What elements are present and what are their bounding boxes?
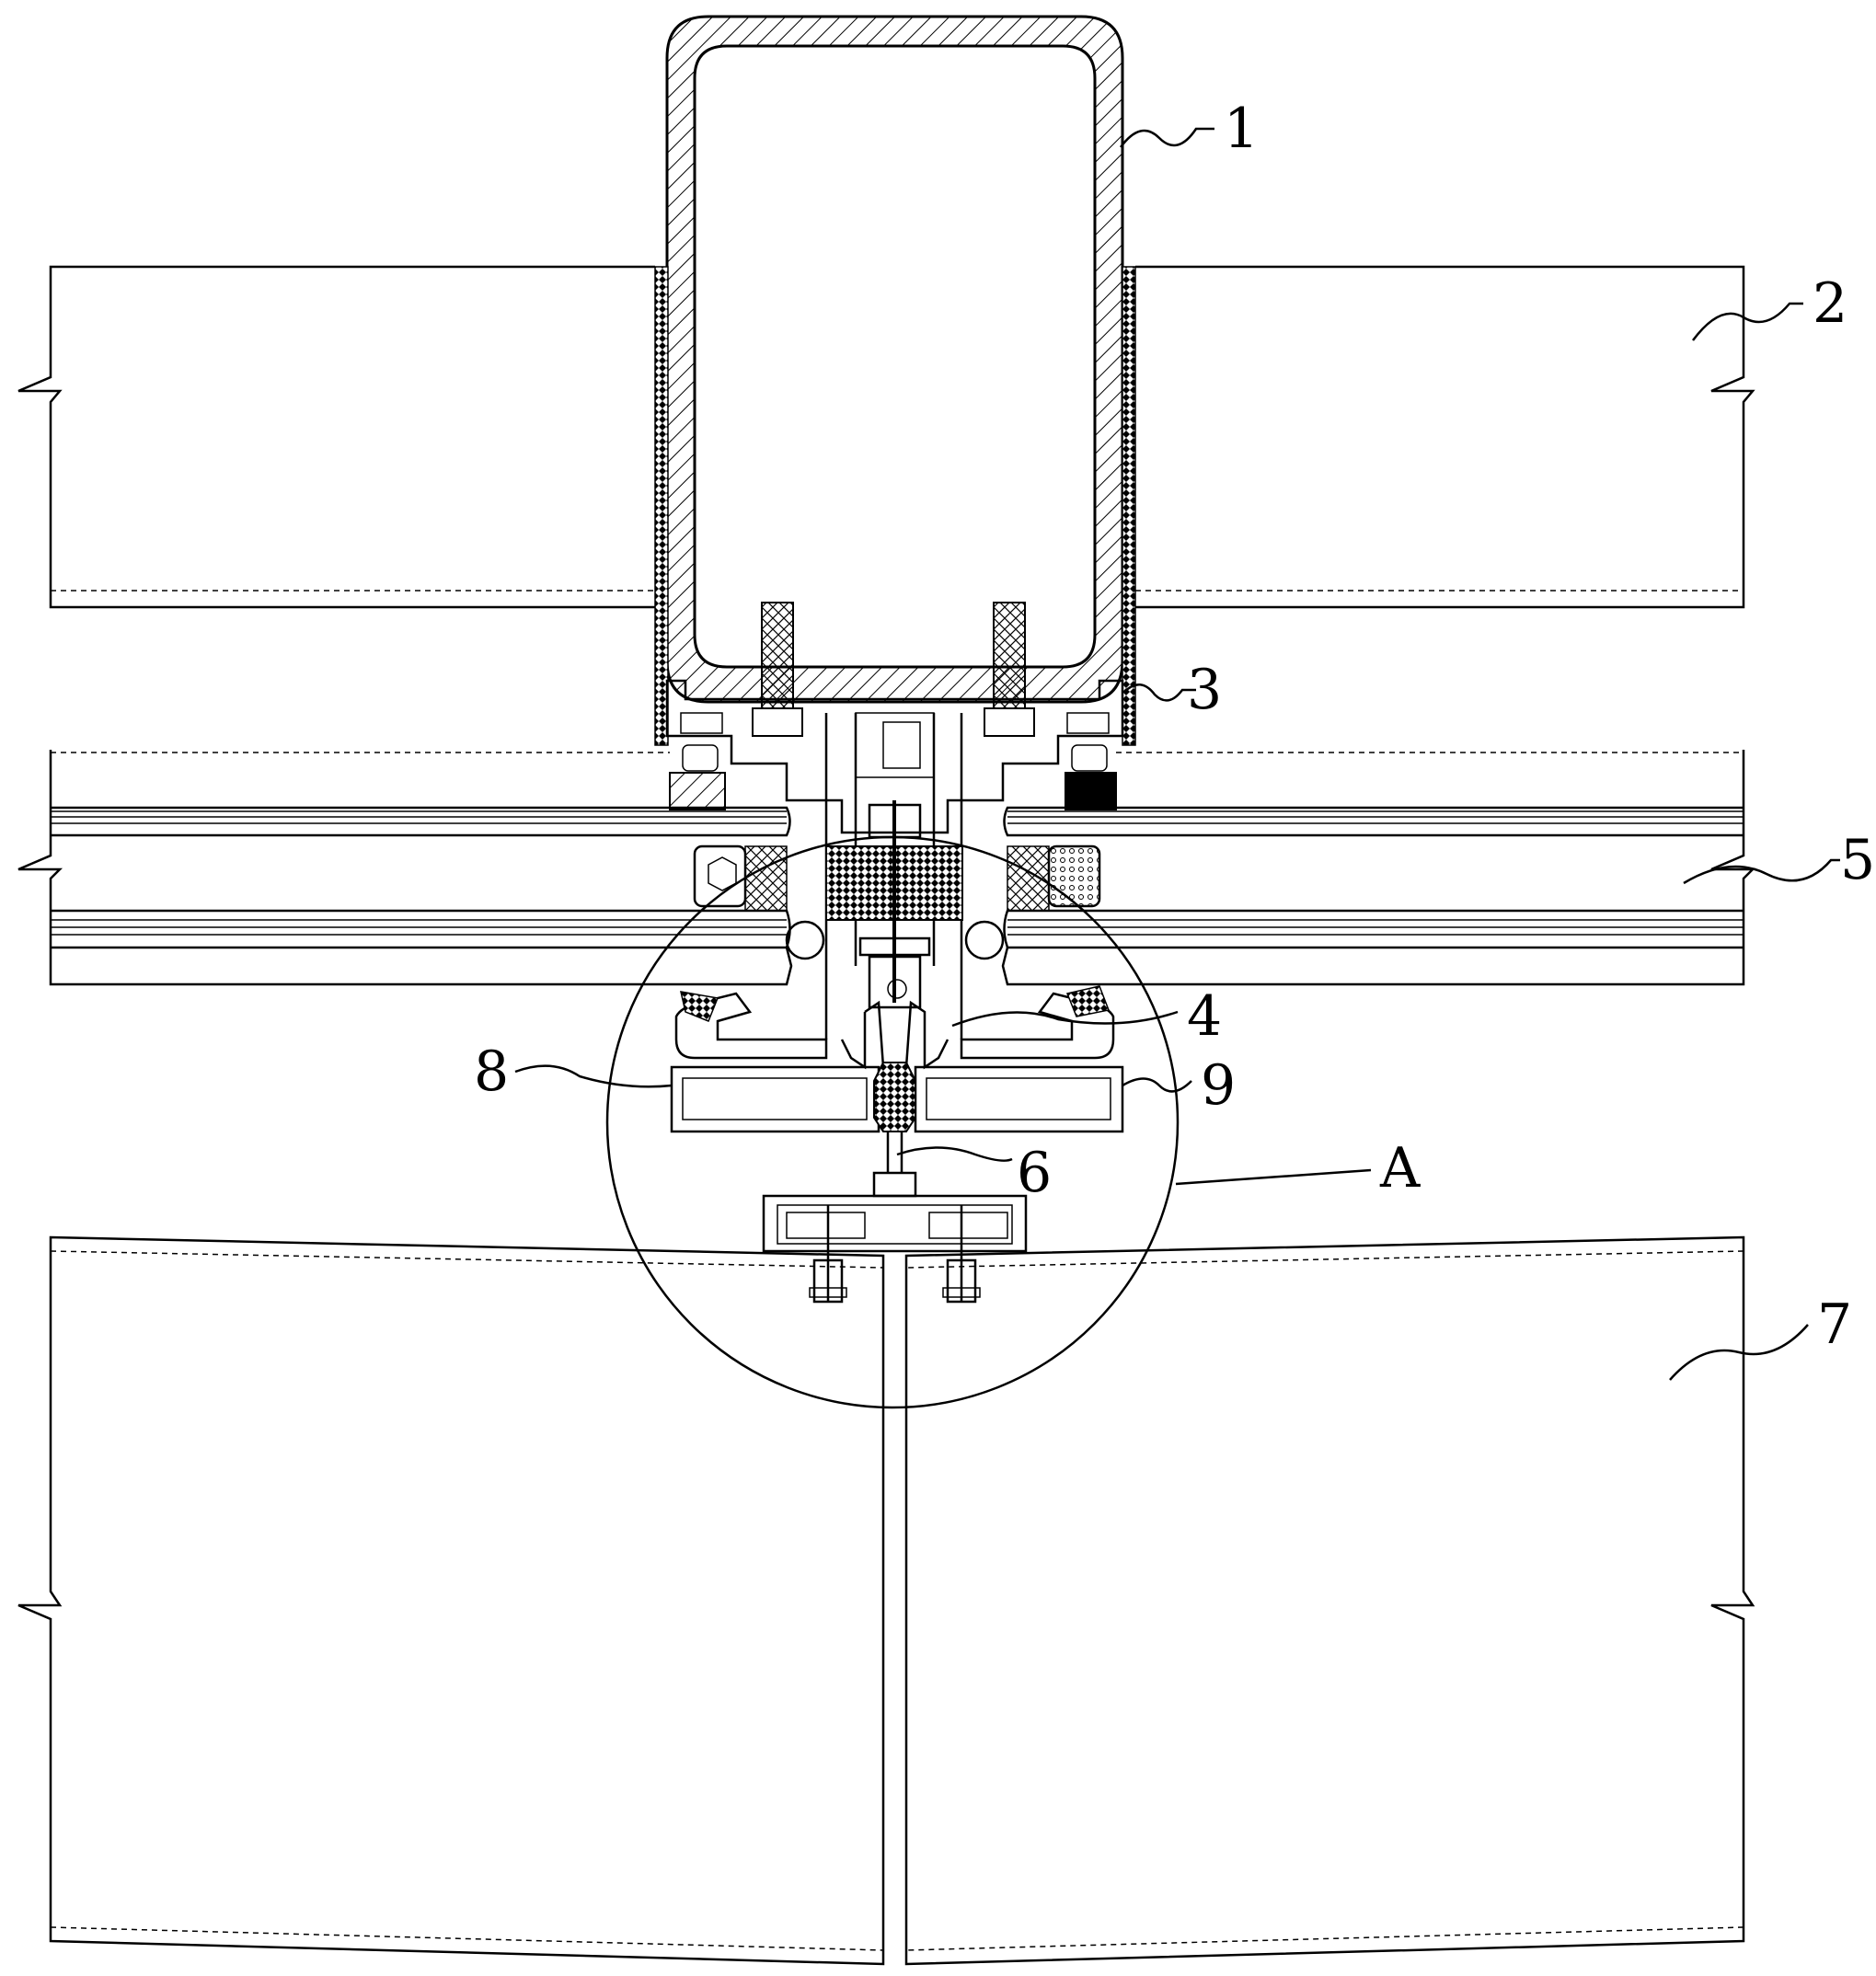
label-1: 1	[1224, 97, 1259, 161]
upper-panel-left	[17, 265, 655, 609]
sealant-left	[744, 845, 788, 912]
connector-fin-6	[872, 1132, 917, 1198]
right-insulation-strip	[1122, 266, 1136, 746]
screw-left	[752, 602, 803, 737]
right-gasket	[1065, 772, 1117, 810]
spacer-right	[1047, 844, 1101, 908]
label-3: 3	[1187, 658, 1222, 722]
label-7: 7	[1817, 1292, 1852, 1357]
bottom-bracket	[762, 1194, 1028, 1304]
screw-right	[984, 602, 1035, 737]
left-clip	[682, 744, 719, 772]
cover-profile-8-inner	[682, 1077, 868, 1120]
backer-rod-right	[964, 920, 1005, 960]
label-8: 8	[474, 1040, 509, 1104]
lower-panel-right	[904, 1235, 1755, 1966]
left-gasket	[669, 772, 726, 810]
steel-tube-1	[665, 15, 1124, 704]
pressure-plate-4	[674, 985, 1115, 1088]
bolt-nut	[868, 955, 922, 1009]
backer-rod-left	[785, 920, 825, 960]
cover-profile-9-inner	[926, 1077, 1111, 1120]
cover-profile-8	[670, 1065, 880, 1133]
label-a: A	[1379, 1136, 1421, 1201]
left-insulation-strip	[654, 266, 669, 746]
label-6: 6	[1017, 1141, 1052, 1205]
label-9: 9	[1201, 1053, 1236, 1118]
detail-circle-a	[605, 835, 1180, 1409]
label-4: 4	[1187, 984, 1222, 1049]
sealant-right	[1007, 845, 1050, 912]
bolt-washer	[858, 936, 931, 957]
spacer-left	[693, 844, 747, 908]
glass-panel-right	[1001, 750, 1756, 986]
center-seal	[873, 1062, 916, 1132]
lower-panel-left	[17, 1235, 885, 1966]
leader-lines	[514, 127, 1840, 1381]
cover-profile-9	[914, 1065, 1124, 1133]
bolt-hole	[887, 979, 907, 999]
label-5: 5	[1840, 828, 1875, 892]
upper-panel-right	[1135, 265, 1755, 609]
label-2: 2	[1813, 271, 1847, 336]
right-clip	[1071, 744, 1108, 772]
